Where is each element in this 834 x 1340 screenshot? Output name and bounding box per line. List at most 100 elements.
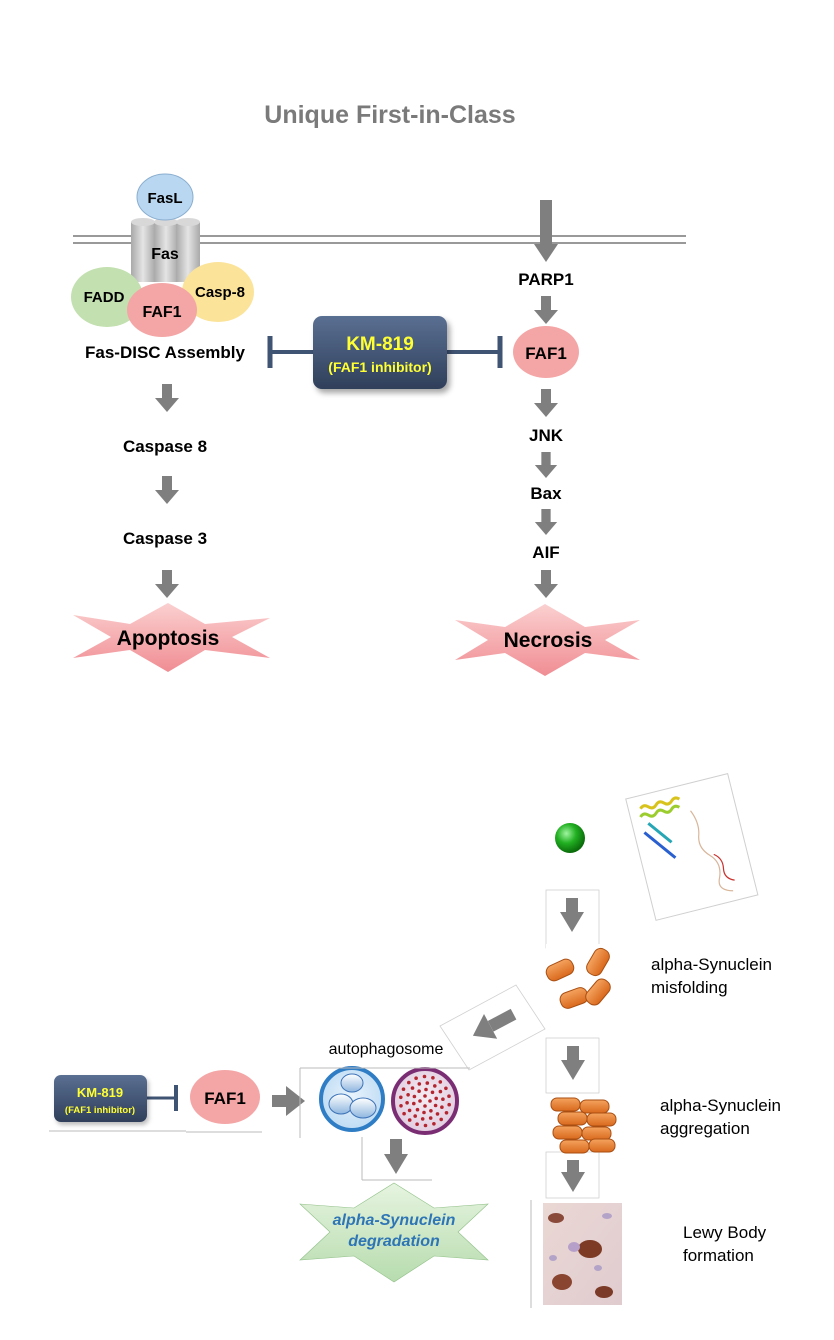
faf1-label-bottom: FAF1 <box>204 1089 246 1108</box>
autolysosome-dot <box>415 1107 420 1112</box>
autolysosome-dot <box>438 1080 443 1084</box>
autolysosome-dot <box>405 1101 409 1105</box>
autolysosome-dot <box>435 1112 440 1116</box>
autolysosome-icon <box>391 1067 459 1135</box>
autolysosome-dot <box>422 1074 427 1079</box>
alpha-synuclein-monomer-icon <box>555 823 585 853</box>
arrow-down-icon <box>534 509 558 535</box>
faf1-node-complex: FAF1 <box>127 283 197 337</box>
autolysosome-dot <box>430 1090 435 1095</box>
aif-label: AIF <box>532 543 559 562</box>
autolysosome-dot <box>423 1094 427 1098</box>
autolysosome-dot <box>447 1102 452 1107</box>
autolysosome-dot <box>424 1087 428 1092</box>
signal-entry-arrow <box>534 200 558 262</box>
autolysosome-dot <box>407 1118 412 1122</box>
km819-name-top: KM-819 <box>346 334 414 355</box>
autolysosome-dot <box>441 1097 445 1101</box>
arrow-down-icon <box>534 570 558 598</box>
autolysosome-dot <box>433 1084 437 1088</box>
fas-label: Fas <box>151 246 179 263</box>
necrosis-star: Necrosis <box>455 604 640 676</box>
lewy-label-line2: formation <box>683 1246 754 1265</box>
misfolded-protein-icon <box>545 944 611 1036</box>
autolysosome-dot <box>439 1117 444 1122</box>
apoptosis-label: Apoptosis <box>117 627 220 650</box>
apoptosis-star: Apoptosis <box>73 603 270 672</box>
autolysosome-dot <box>420 1117 425 1121</box>
degradation-down-arrow <box>361 1137 432 1181</box>
autolysosome-dot <box>399 1095 403 1100</box>
fadd-node: FADD <box>71 267 143 327</box>
arrow-down-icon <box>155 570 179 598</box>
autolysosome-dot <box>423 1123 428 1128</box>
misfolding-label-line2: misfolding <box>651 978 728 997</box>
km819-subtitle-bottom: (FAF1 inhibitor) <box>65 1105 135 1116</box>
degradation-label-line1: alpha-Synuclein <box>333 1212 456 1229</box>
autolysosome-dot <box>407 1080 411 1085</box>
autolysosome-dot <box>422 1110 426 1115</box>
fas-receptor: Fas <box>131 218 200 282</box>
faf1-label-right: FAF1 <box>525 344 567 363</box>
arrow-down-icon <box>155 476 179 504</box>
autolysosome-dot <box>399 1104 403 1108</box>
autolysosome-dot <box>401 1087 406 1091</box>
autolysosome-dot <box>429 1109 433 1113</box>
misfolding-label-line1: alpha-Synuclein <box>651 955 772 974</box>
autolysosome-dot <box>414 1076 418 1080</box>
degradation-label-line2: degradation <box>348 1233 440 1250</box>
faf1-node-bottom: FAF1 <box>186 1070 262 1133</box>
lewy-label-line1: Lewy Body <box>683 1223 767 1242</box>
casp8-node: Casp-8 <box>182 262 254 322</box>
protein-structure-image <box>625 773 759 921</box>
arrow-down-icon <box>155 384 179 412</box>
autolysosome-dot <box>425 1081 430 1085</box>
aggregation-label-line2: aggregation <box>660 1119 750 1138</box>
autolysosome-dot <box>417 1082 422 1086</box>
autolysosome-dot <box>407 1108 412 1113</box>
caspase8-label: Caspase 8 <box>123 437 207 456</box>
autolysosome-dot <box>412 1101 416 1106</box>
autolysosome-dot <box>410 1086 415 1090</box>
autolysosome-dot <box>428 1116 433 1120</box>
aggregated-fibril-icon <box>550 1097 617 1154</box>
bax-label: Bax <box>530 484 562 503</box>
page-title: Unique First-in-Class <box>264 101 515 129</box>
km819-name-bottom: KM-819 <box>77 1085 123 1100</box>
fasl-label: FasL <box>147 190 182 207</box>
alpha-synuclein-degradation-star: alpha-Synuclein degradation <box>299 1182 489 1283</box>
autolysosome-dot <box>423 1104 427 1108</box>
fasl-node: FasL <box>136 173 194 221</box>
autolysosome-dot <box>438 1089 443 1094</box>
autolysosome-dot <box>433 1103 438 1108</box>
km819-inhibitor-top: KM-819 (FAF1 inhibitor) <box>267 316 503 389</box>
km819-inhibitor-bottom: KM-819 (FAF1 inhibitor) <box>49 1075 186 1132</box>
autolysosome-dot <box>413 1114 418 1118</box>
autolysosome-dot <box>447 1094 451 1098</box>
faf1-label-complex: FAF1 <box>142 304 181 321</box>
autolysosome-dot <box>434 1096 439 1101</box>
aggregation-arrow-3 <box>545 1151 600 1199</box>
autolysosome-dot <box>415 1122 419 1126</box>
arrow-down-icon <box>534 389 558 417</box>
faf1-node-right: FAF1 <box>513 326 579 378</box>
autolysosome-dot <box>402 1111 406 1116</box>
autolysosome-dot <box>444 1111 449 1115</box>
diagonal-arrow-to-autophagosome <box>439 984 546 1071</box>
lewy-body-tissue-image <box>530 1200 622 1308</box>
autolysosome-dot <box>406 1093 410 1097</box>
necrosis-label: Necrosis <box>504 629 593 652</box>
km819-subtitle-top: (FAF1 inhibitor) <box>328 359 431 375</box>
autolysosome-dot <box>432 1122 436 1126</box>
autolysosome-dot <box>412 1094 417 1099</box>
aggregation-label-line1: alpha-Synuclein <box>660 1096 781 1115</box>
casp8-label: Casp-8 <box>195 284 245 301</box>
fadd-label: FADD <box>84 289 125 306</box>
aggregation-arrow-2 <box>545 1037 600 1094</box>
parp1-label: PARP1 <box>518 270 573 289</box>
fas-disc-assembly-label: Fas-DISC Assembly <box>85 343 246 362</box>
autophagosome-label: autophagosome <box>329 1041 444 1058</box>
autolysosome-dot <box>440 1105 444 1109</box>
autophagosome-vesicle-icon <box>319 1066 385 1132</box>
